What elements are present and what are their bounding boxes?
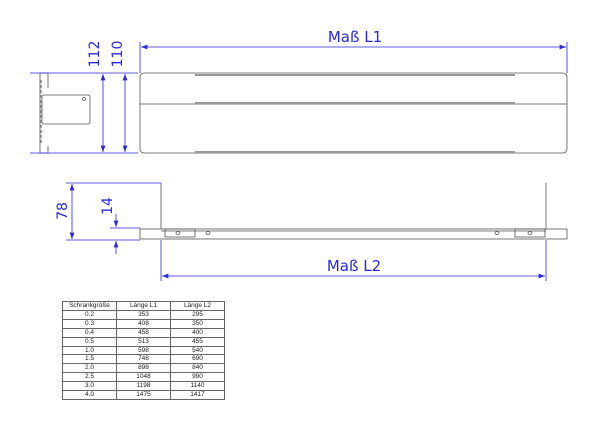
table-cell: 408 — [116, 318, 171, 329]
table-cell: 1.0 — [62, 345, 117, 356]
table-cell: 540 — [170, 345, 225, 356]
table-cell: 0.3 — [62, 318, 117, 329]
dim-110: 110 — [110, 41, 126, 68]
table-cell: 0.2 — [62, 309, 117, 320]
table-cell: 1140 — [170, 381, 225, 392]
dimension-l2: Maß L2 — [160, 240, 547, 281]
table-cell: 898 — [116, 363, 171, 374]
table-cell: 0.5 — [62, 336, 117, 347]
table-cell: 4.0 — [62, 390, 117, 400]
table-cell: 455 — [170, 336, 225, 347]
front-view — [139, 183, 568, 240]
table-cell: 513 — [116, 336, 171, 347]
dim-l1-label: Maß L1 — [328, 28, 382, 46]
table-cell: 2.5 — [62, 372, 117, 383]
dim-78: 78 — [55, 202, 71, 220]
table-cell: Länge L1 — [116, 301, 171, 311]
table-cell: Schrankgröße — [62, 301, 117, 311]
dim-14: 14 — [100, 197, 116, 215]
table-cell: 3.0 — [62, 381, 117, 392]
dimension-78-14: 78 14 — [55, 182, 161, 254]
table-cell: 1475 — [116, 390, 171, 400]
table-cell: 295 — [170, 309, 225, 320]
table-cell: 0.4 — [62, 327, 117, 338]
table-cell: 353 — [116, 309, 171, 320]
table-cell: 1198 — [116, 381, 171, 392]
top-view — [139, 72, 568, 154]
side-view — [39, 72, 91, 154]
table-cell: 690 — [170, 354, 225, 365]
table-cell: 400 — [170, 327, 225, 338]
table-cell: 748 — [116, 354, 171, 365]
table-cell: 840 — [170, 363, 225, 374]
dimension-l1: Maß L1 — [139, 28, 568, 73]
dimension-heights: 112 110 — [30, 41, 138, 154]
table-cell: 1048 — [116, 372, 171, 383]
dim-112: 112 — [87, 41, 103, 68]
table-cell: 990 — [170, 372, 225, 383]
table-cell: 1417 — [170, 390, 225, 400]
table-cell: 350 — [170, 318, 225, 329]
table-cell: 458 — [116, 327, 171, 338]
table-cell: 1.5 — [62, 354, 117, 365]
table-cell: 598 — [116, 345, 171, 356]
table-cell: Länge L2 — [170, 301, 225, 311]
dim-l2-label: Maß L2 — [327, 257, 381, 275]
table-cell: 2.0 — [62, 363, 117, 374]
